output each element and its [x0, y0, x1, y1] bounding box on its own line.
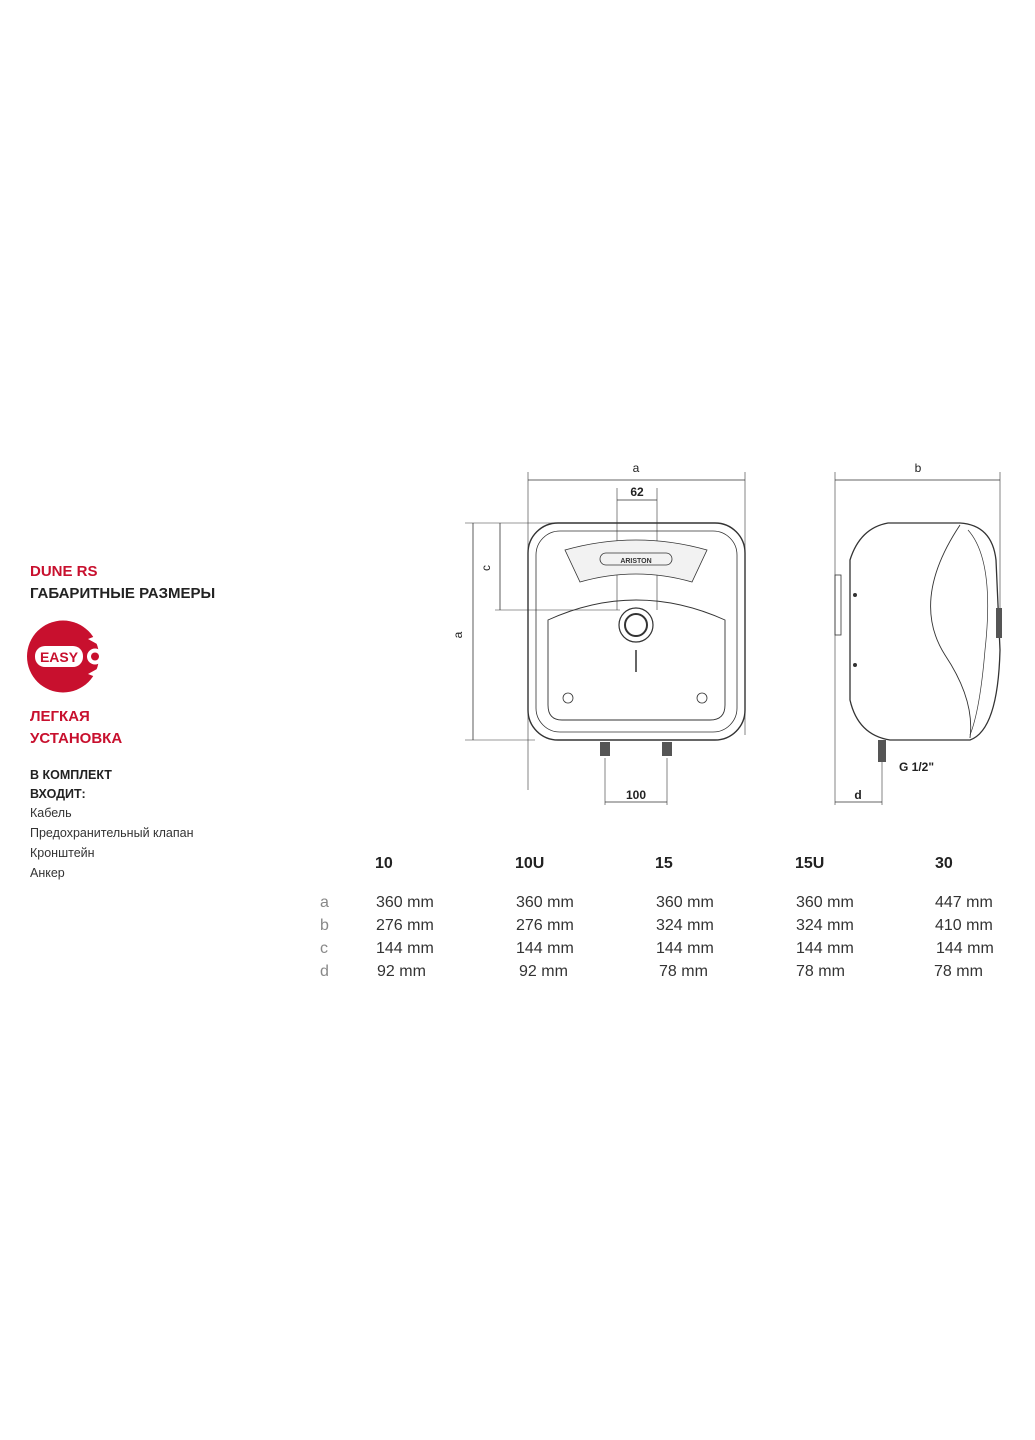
table-cell: 276 mm [376, 917, 434, 934]
row-label-b: b [320, 917, 329, 934]
included-item: Предохранительный клапан [30, 826, 194, 840]
offset-label: c [479, 565, 493, 571]
model-header: 10 [375, 855, 393, 872]
knob-width-label: 62 [630, 485, 644, 499]
row-label-c: c [320, 940, 328, 957]
section-title: ГАБАРИТНЫЕ РАЗМЕРЫ [30, 585, 216, 602]
table-cell: 78 mm [934, 963, 983, 980]
row-label-a: a [320, 894, 329, 911]
product-title: DUNE RS [30, 563, 98, 580]
table-cell: 276 mm [516, 917, 574, 934]
easy-caption-line1: ЛЕГКАЯ [30, 708, 90, 725]
easy-installation-logo: EASY [27, 620, 106, 693]
table-cell: 144 mm [516, 940, 574, 957]
table-cell: 144 mm [936, 940, 994, 957]
table-cell: 360 mm [516, 894, 574, 911]
included-item: Кронштейн [30, 846, 95, 860]
included-title-line2: ВХОДИТ: [30, 787, 86, 801]
dimension-drawing: ARISTON a 62 a c 100 b d G 1/2" [451, 461, 1002, 805]
included-item: Анкер [30, 866, 65, 880]
front-cover [547, 599, 726, 721]
model-header: 15U [795, 855, 825, 872]
thermostat-knob [618, 607, 654, 643]
thread-label: G 1/2" [899, 760, 934, 774]
table-cell: 78 mm [796, 963, 845, 980]
included-title-line1: В КОМПЛЕКТ [30, 768, 112, 782]
included-title: В КОМПЛЕКТ ВХОДИТ: [30, 766, 112, 804]
table-cell: 324 mm [796, 917, 854, 934]
tank-outline [527, 522, 746, 741]
pipe-right [662, 742, 672, 756]
front-height-label: a [451, 631, 465, 638]
row-label-d: d [320, 963, 329, 980]
model-header: 10U [515, 855, 545, 872]
table-cell: 410 mm [935, 917, 993, 934]
table-cell: 360 mm [796, 894, 854, 911]
side-view [834, 472, 1002, 805]
table-cell: 360 mm [656, 894, 714, 911]
table-cell: 78 mm [659, 963, 708, 980]
side-offset-label: d [854, 788, 861, 802]
included-item: Кабель [30, 806, 72, 820]
side-depth-label: b [915, 461, 922, 475]
pipe-spacing-label: 100 [626, 788, 646, 802]
brand-logo: ARISTON [620, 558, 651, 565]
table-cell: 360 mm [376, 894, 434, 911]
side-outline [849, 522, 1001, 741]
table-cell: 447 mm [935, 894, 993, 911]
model-header: 15 [655, 855, 673, 872]
table-cell: 92 mm [377, 963, 426, 980]
pipe-left [600, 742, 610, 756]
model-header: 30 [935, 855, 953, 872]
table-cell: 144 mm [796, 940, 854, 957]
easy-caption: ЛЕГКАЯ УСТАНОВКА [30, 706, 122, 750]
table-cell: 92 mm [519, 963, 568, 980]
easy-logo-text: EASY [40, 649, 79, 665]
display-panel [564, 539, 708, 583]
included-list: Кабель Предохранительный клапан Кронштей… [30, 803, 194, 883]
front-view: ARISTON [465, 472, 746, 805]
side-pipe [878, 740, 886, 762]
easy-caption-line2: УСТАНОВКА [30, 730, 123, 747]
table-cell: 144 mm [656, 940, 714, 957]
front-width-label: a [633, 461, 640, 475]
wall-bracket [834, 574, 842, 636]
table-cell: 324 mm [656, 917, 714, 934]
table-cell: 144 mm [376, 940, 434, 957]
